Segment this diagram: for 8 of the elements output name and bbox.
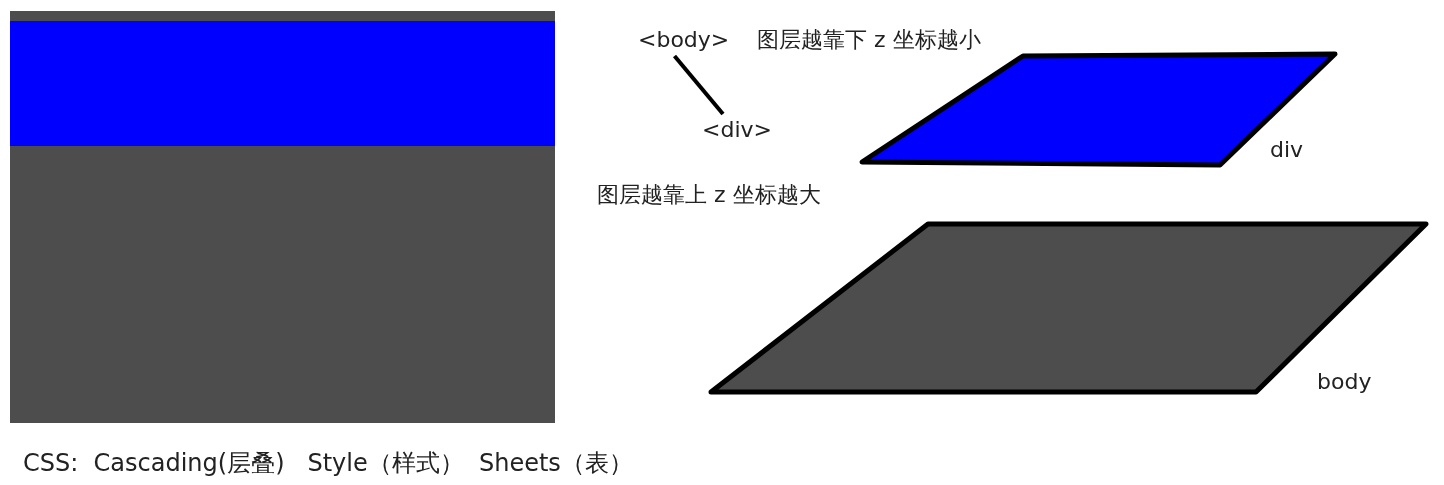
- tag-text: <div>: [702, 116, 772, 144]
- connector-line: [672, 54, 725, 116]
- note-text: 图层越靠下 z 坐标越小: [757, 26, 981, 54]
- layer-label: body: [1317, 368, 1372, 396]
- tag-text: <body>: [638, 26, 730, 54]
- layer-label: div: [1270, 136, 1304, 164]
- note-text: 图层越靠上 z 坐标越大: [597, 181, 821, 209]
- caption-text: CSS: Cascading(层叠) Style（样式） Sheets（表）: [23, 449, 633, 477]
